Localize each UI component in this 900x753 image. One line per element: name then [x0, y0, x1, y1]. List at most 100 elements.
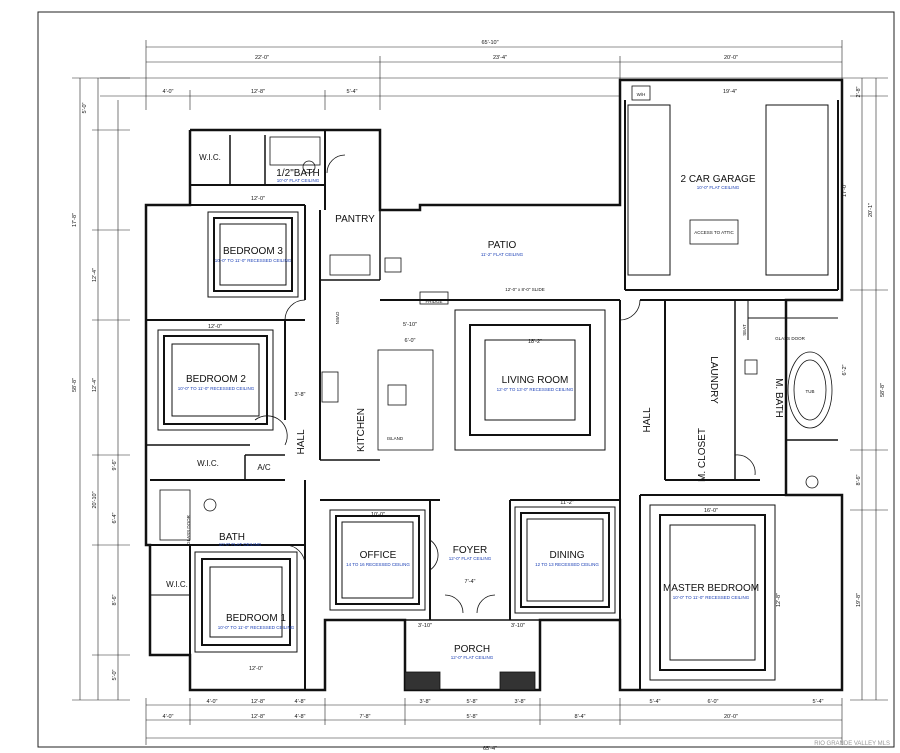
- label-island: ISLAND: [387, 436, 404, 441]
- label-porch: PORCH: [454, 644, 490, 655]
- label-glass-door: GLASS DOOR: [775, 336, 806, 341]
- svg-text:17'-8": 17'-8": [72, 213, 78, 227]
- svg-text:12'-0" TO 13'-0" RECESSED CEIL: 12'-0" TO 13'-0" RECESSED CEILING: [497, 387, 574, 392]
- fixtures: [159, 85, 833, 691]
- svg-text:12'-0": 12'-0": [208, 324, 222, 330]
- label-glass-door-left: GLASS DOOR: [186, 514, 191, 545]
- svg-text:9'-6": 9'-6": [112, 459, 118, 470]
- svg-text:5'-8": 5'-8": [467, 714, 478, 720]
- svg-text:12'-0" FLAT CEILING: 12'-0" FLAT CEILING: [451, 655, 494, 660]
- svg-text:10'-0" TO 11'-0" RECESSED CEIL: 10'-0" TO 11'-0" RECESSED CEILING: [673, 595, 750, 600]
- svg-text:23'-4": 23'-4": [493, 55, 507, 61]
- svg-text:4'-0": 4'-0": [207, 699, 218, 705]
- svg-text:10'-0" FLAT CEILING: 10'-0" FLAT CEILING: [219, 542, 262, 547]
- label-bath: BATH: [219, 532, 245, 543]
- svg-text:5'-8": 5'-8": [467, 699, 478, 705]
- label-bedroom-1: BEDROOM 1: [226, 613, 286, 624]
- label-pantry: PANTRY: [335, 214, 375, 225]
- label-bedroom-3: BEDROOM 3: [223, 246, 283, 257]
- label-wic-top: W.I.C.: [199, 153, 221, 162]
- svg-text:12'-8": 12'-8": [776, 593, 782, 607]
- svg-text:3'-8": 3'-8": [295, 392, 306, 398]
- svg-text:7'-8": 7'-8": [360, 714, 371, 720]
- svg-text:58'-8": 58'-8": [880, 383, 886, 397]
- svg-text:12 TO 13 RECESSED CEILING: 12 TO 13 RECESSED CEILING: [535, 562, 599, 567]
- svg-text:5'-4": 5'-4": [813, 699, 824, 705]
- svg-text:19'-4": 19'-4": [723, 89, 737, 95]
- svg-text:12'-0": 12'-0": [249, 666, 263, 672]
- svg-text:6'-4": 6'-4": [112, 512, 118, 523]
- svg-text:58'-8": 58'-8": [72, 378, 78, 392]
- svg-text:20'-10": 20'-10": [92, 491, 98, 508]
- label-foyer: FOYER: [453, 545, 487, 556]
- label-dining: DINING: [550, 550, 585, 561]
- label-master-bedroom: MASTER BEDROOM: [663, 583, 759, 594]
- label-oven: OVEN: [335, 312, 340, 325]
- label-hall-left: HALL: [296, 429, 307, 454]
- svg-text:20'-1": 20'-1": [868, 203, 874, 217]
- label-attic: ACCESS TO ATTIC: [694, 230, 734, 235]
- svg-text:12'-4": 12'-4": [92, 378, 98, 392]
- svg-text:8'-4": 8'-4": [575, 714, 586, 720]
- svg-text:5'-4": 5'-4": [650, 699, 661, 705]
- svg-text:8'-6": 8'-6": [112, 594, 118, 605]
- svg-text:17'-0": 17'-0": [842, 183, 848, 197]
- dimension-labels: 65'-10" 22'-0" 23'-4" 20'-0" 4'-0" 12'-8…: [72, 40, 886, 752]
- label-wic-mid: W.I.C.: [197, 459, 219, 468]
- label-m-bath: M. BATH: [773, 378, 784, 418]
- svg-text:6'-2": 6'-2": [842, 364, 848, 375]
- label-office: OFFICE: [360, 550, 397, 561]
- label-bedroom-2: BEDROOM 2: [186, 374, 246, 385]
- svg-text:12'-0" FLAT CEILING: 12'-0" FLAT CEILING: [449, 556, 492, 561]
- svg-text:10'-0": 10'-0": [371, 512, 385, 518]
- svg-text:10'-0" FLAT CEILING: 10'-0" FLAT CEILING: [277, 178, 320, 183]
- label-wh: W/H: [637, 92, 646, 97]
- svg-text:12'-8": 12'-8": [251, 89, 265, 95]
- svg-text:6'-0": 6'-0": [708, 699, 719, 705]
- svg-text:10'-0" FLAT CEILING: 10'-0" FLAT CEILING: [697, 185, 740, 190]
- svg-text:12'-8": 12'-8": [251, 699, 265, 705]
- label-kitchen: KITCHEN: [356, 408, 367, 452]
- watermark: RIO GRANDE VALLEY MLS: [814, 741, 890, 747]
- svg-text:16'-0": 16'-0": [704, 508, 718, 514]
- svg-text:6'-0": 6'-0": [405, 338, 416, 344]
- label-living-room: LIVING ROOM: [502, 375, 569, 386]
- svg-text:11'-2": 11'-2": [560, 500, 574, 506]
- svg-text:4'-0": 4'-0": [163, 714, 174, 720]
- svg-text:4'-0": 4'-0": [163, 89, 174, 95]
- svg-text:10'-0" TO 11'-0" RECESSED CEIL: 10'-0" TO 11'-0" RECESSED CEILING: [178, 386, 255, 391]
- svg-text:14 TO 16 RECESSED CEILING: 14 TO 16 RECESSED CEILING: [346, 562, 410, 567]
- svg-text:12'-8": 12'-8": [251, 714, 265, 720]
- dim-overall-top: 65'-10": [481, 40, 498, 46]
- svg-text:4'-8": 4'-8": [295, 699, 306, 705]
- label-m-closet: M. CLOSET: [697, 428, 708, 482]
- ceiling-outlines: [157, 211, 776, 681]
- svg-text:20'-0": 20'-0": [724, 55, 738, 61]
- svg-text:10'-0" TO 11'-0" RECESSED CEIL: 10'-0" TO 11'-0" RECESSED CEILING: [215, 258, 292, 263]
- svg-text:3'-10": 3'-10": [418, 623, 432, 629]
- inner-dimension-labels: 12'-0" 12'-0" 12'-0" 18'-2" 10'-0" 11'-2…: [208, 196, 718, 672]
- svg-text:3'-8": 3'-8": [420, 699, 431, 705]
- label-patio: PATIO: [488, 240, 517, 251]
- svg-text:2'-8": 2'-8": [856, 86, 862, 97]
- svg-text:19'-8": 19'-8": [856, 593, 862, 607]
- label-hall-right: HALL: [642, 407, 653, 432]
- label-fridge: FRIDGE: [425, 299, 442, 304]
- svg-text:3'-10": 3'-10": [511, 623, 525, 629]
- svg-text:12'-0": 12'-0": [251, 196, 265, 202]
- svg-text:12'-4": 12'-4": [92, 268, 98, 282]
- svg-text:8'-6": 8'-6": [856, 474, 862, 485]
- svg-text:11'-2" FLAT CEILING: 11'-2" FLAT CEILING: [481, 252, 524, 257]
- svg-text:7'-4": 7'-4": [465, 579, 476, 585]
- svg-text:3'-8": 3'-8": [515, 699, 526, 705]
- label-tub: TUB: [806, 389, 815, 394]
- svg-text:18'-2": 18'-2": [528, 339, 542, 345]
- room-labels: W.I.C. 1/2"BATH 10'-0" FLAT CEILING PANT…: [166, 92, 814, 660]
- label-wic-bottom: W.I.C.: [166, 580, 188, 589]
- label-slide: 12'-0" x 8'-0" SLIDE: [505, 287, 544, 292]
- svg-text:5'-0": 5'-0": [82, 102, 88, 113]
- svg-text:10'-0" TO 11'-0" RECESSED CEIL: 10'-0" TO 11'-0" RECESSED CEILING: [218, 625, 295, 630]
- svg-text:20'-0": 20'-0": [724, 714, 738, 720]
- label-ac: A/C: [257, 463, 271, 472]
